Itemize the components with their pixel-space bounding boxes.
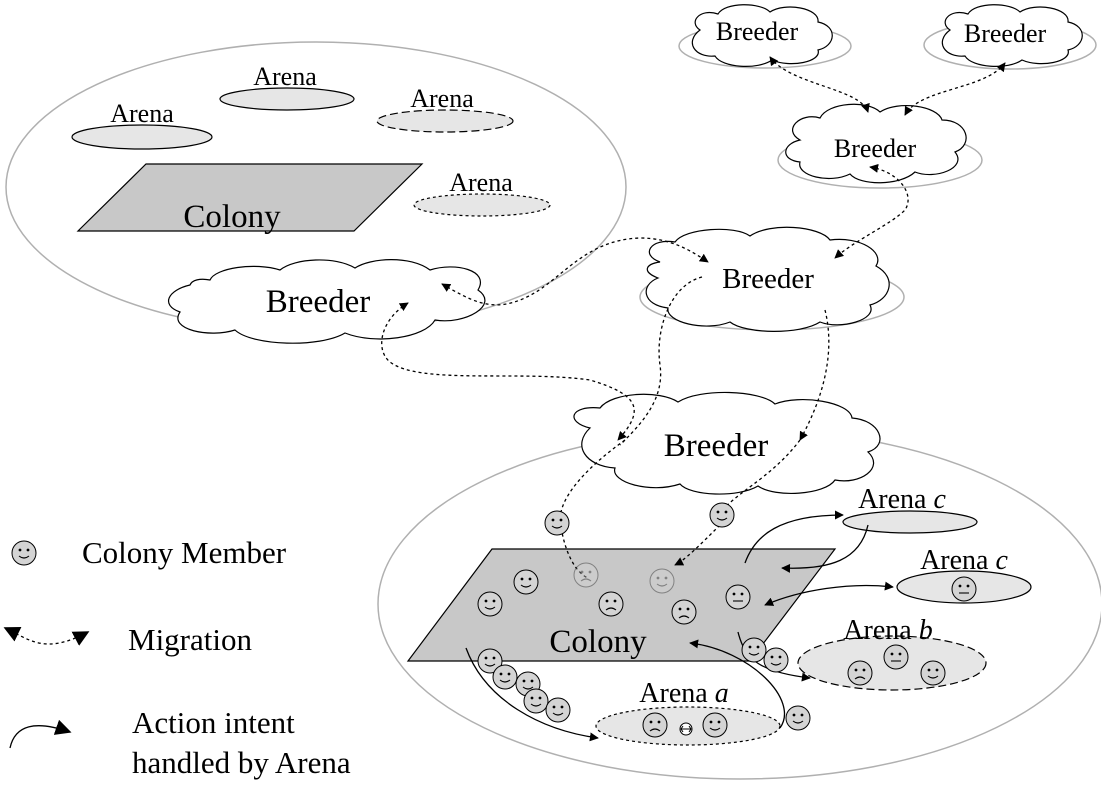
breeder-cloud: [573, 391, 881, 495]
colony-label: Colony: [183, 199, 281, 235]
colony-member-face: [545, 697, 571, 723]
arena-ellipse: [219, 87, 355, 111]
colony-member-face: [763, 647, 789, 673]
arena-label: Arena: [410, 84, 474, 113]
breeder-center: Breeder: [639, 226, 905, 332]
arena-label: Arena: [253, 62, 317, 91]
breeder-top-right: Breeder: [923, 4, 1097, 70]
colony-label: Colony: [549, 624, 647, 660]
colony-member-face: [883, 644, 909, 670]
breeder-label: Breeder: [964, 19, 1047, 48]
legend-migration-glyph: [3, 627, 90, 646]
arena-label: Arena: [110, 99, 174, 128]
colony-member-face: [741, 637, 767, 663]
colony-member-face: [523, 688, 549, 714]
arena-label: Arena: [449, 168, 513, 197]
breeder-mid-right: Breeder: [777, 103, 983, 189]
arena-ellipse: [71, 124, 213, 150]
arena-c-top-ellipse: [842, 510, 978, 534]
world-left: Arena Arena Arena Arena Colony Breeder: [5, 41, 627, 344]
breeder-label: Breeder: [716, 17, 799, 46]
colony-member-face: [598, 591, 624, 617]
colony-member-face: [544, 510, 570, 536]
colony-member-face: [477, 591, 503, 617]
breeder-label: Breeder: [722, 263, 814, 295]
arena-ellipse: [376, 109, 514, 133]
breeder-top-left: Breeder: [678, 4, 852, 69]
colony-member-face: [642, 712, 668, 738]
breeder-label: Breeder: [834, 134, 917, 163]
colony-member-face: [709, 502, 735, 528]
legend-member-label: Colony Member: [82, 535, 287, 570]
colony-member-face: [702, 712, 728, 738]
legend-action-label-2: handled by Arena: [132, 745, 351, 780]
colony-member-face: [671, 599, 697, 625]
colony-member-face: [492, 664, 518, 690]
colony-member-face: [649, 568, 675, 594]
interaction-icon: [679, 722, 693, 736]
colony-member-face: [725, 584, 751, 610]
breeder-label: Breeder: [664, 428, 768, 464]
arena-c-label: Arena c: [920, 545, 1008, 576]
arena-b-label: Arena b: [843, 615, 932, 646]
arena-ellipse: [413, 193, 551, 217]
world-right: Breeder Colony Arena c Arena c Arena b A…: [377, 391, 1101, 780]
legend-migration-label: Migration: [128, 622, 252, 657]
breeder-label: Breeder: [266, 284, 370, 320]
colony-parallelogram: [76, 163, 424, 232]
colony-member-face: [847, 660, 873, 686]
colony-member-face: [11, 540, 37, 566]
arena-c-top-label: Arena c: [858, 484, 946, 515]
arena-a-label: Arena a: [639, 678, 728, 709]
colony-member-face: [573, 562, 599, 588]
colony-members: [11, 502, 977, 738]
colony-member-face: [785, 705, 811, 731]
colony-member-face: [513, 569, 539, 595]
colony-member-face: [920, 660, 946, 686]
colony-member-face: [477, 648, 503, 674]
legend-action-label-1: Action intent: [132, 705, 295, 740]
colony-member-face: [951, 576, 977, 602]
legend-action-glyph: [9, 719, 72, 749]
action-arrows: [465, 510, 894, 742]
